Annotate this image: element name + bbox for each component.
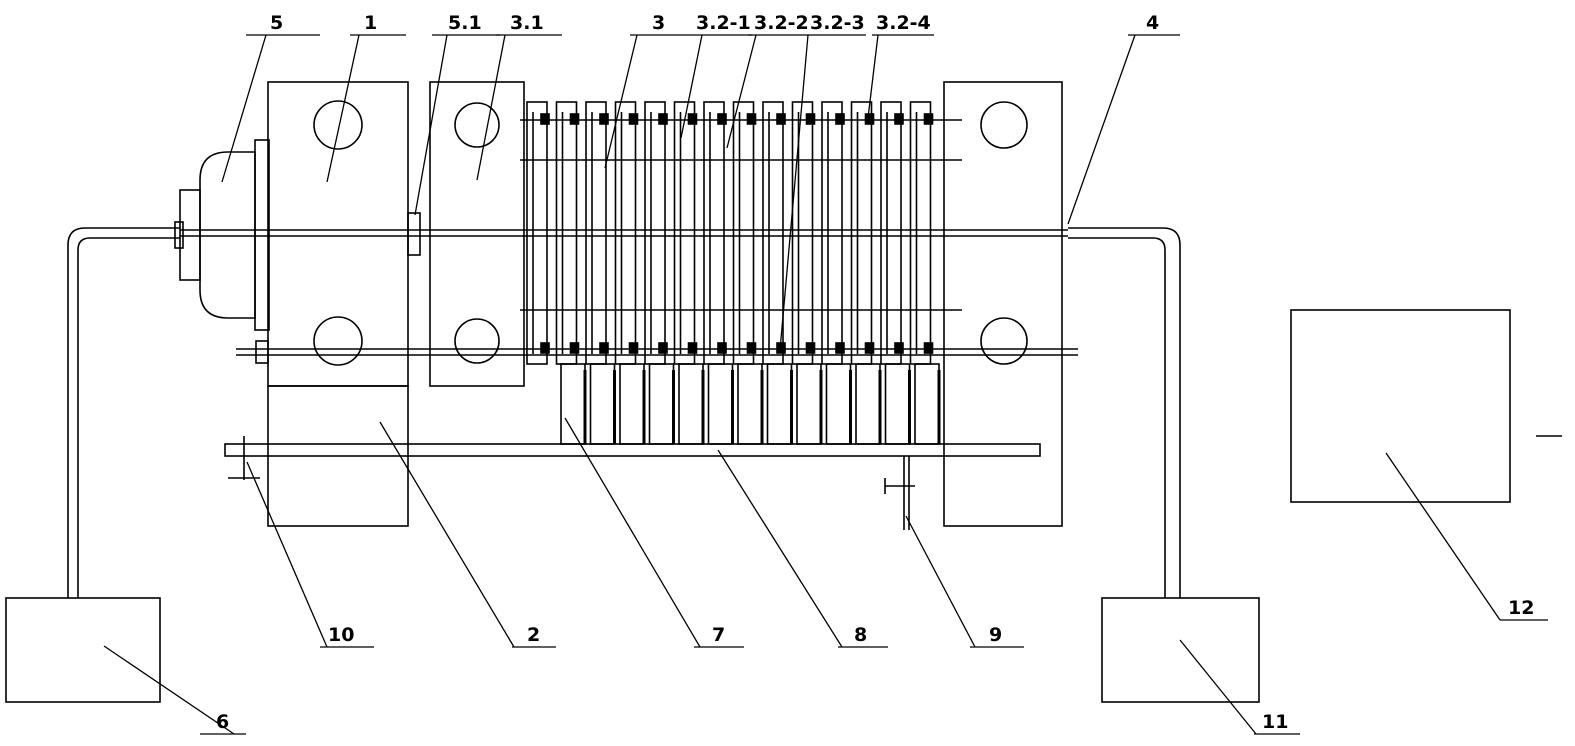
plate-bolt [569, 113, 580, 125]
filter-plate [791, 101, 814, 365]
plate-bolt [805, 342, 816, 354]
label-11: 11 [1262, 711, 1288, 733]
plate-bolt [776, 113, 786, 125]
tail-bolt-hole-bottom [980, 317, 1028, 365]
filter-plate [555, 101, 578, 365]
plate-bolt [746, 342, 757, 354]
label-3-2-4: 3.2-4 [876, 12, 931, 34]
plate-bolt [540, 342, 550, 354]
plate-bolt [746, 113, 757, 125]
drip-tray [825, 363, 852, 445]
filter-plate [614, 101, 637, 365]
plate-bolt [658, 113, 668, 125]
movable-bolt-hole-top [454, 102, 500, 148]
drip-tray-group-7 [560, 363, 941, 445]
plate-bolt [540, 113, 550, 125]
drip-tray [619, 363, 645, 445]
label-8: 8 [854, 624, 867, 646]
motor-5 [174, 139, 270, 331]
plate-bolt [835, 113, 845, 125]
plate-bolt [894, 342, 904, 354]
movable-bolt-hole-bottom [454, 318, 500, 364]
filter-plate [732, 101, 755, 365]
drip-tray [855, 363, 881, 445]
drip-tray [914, 363, 940, 445]
filter-plate [526, 101, 548, 365]
plate-bolt [687, 342, 698, 354]
plate-bolt [599, 113, 609, 125]
label-3-2-1: 3.2-1 [696, 12, 751, 34]
leader-lines [103, 34, 1548, 735]
label-10: 10 [328, 624, 354, 646]
plate-bolt [894, 113, 904, 125]
plate-bolt [628, 342, 639, 354]
filter-plate [585, 101, 607, 365]
tank-6 [5, 597, 161, 703]
drip-tray [589, 363, 616, 445]
plate-bolt [717, 342, 727, 354]
label-6: 6 [216, 711, 229, 733]
control-box-12 [1290, 309, 1511, 503]
right-pipe [1068, 227, 1181, 598]
plate-bolt [628, 113, 639, 125]
filter-plate [821, 101, 843, 365]
valve-10 [228, 436, 260, 480]
plate-bolt [923, 113, 934, 125]
tail-bolt-hole-top [980, 101, 1028, 149]
filter-plate [762, 101, 784, 365]
left-pipe [67, 227, 180, 598]
label-9: 9 [989, 624, 1002, 646]
label-3: 3 [652, 12, 665, 34]
plate-bolt [717, 113, 727, 125]
valve-9 [884, 456, 915, 530]
head-bolt-hole-top [313, 100, 363, 150]
filter-plate [673, 101, 696, 365]
label-3-2-2: 3.2-2 [754, 12, 809, 34]
plate-bolt [805, 113, 816, 125]
plate-bolt [599, 342, 609, 354]
label-4: 4 [1146, 12, 1159, 34]
plate-bolt [864, 342, 875, 354]
filter-plate [909, 101, 932, 365]
label-5-1: 5.1 [448, 12, 482, 34]
labels: 5 1 5.1 3.1 3 3.2-1 3.2-2 3.2-3 3.2-4 4 … [216, 12, 1534, 733]
filter-plate [880, 101, 902, 365]
label-7: 7 [712, 624, 725, 646]
drip-tray [884, 363, 911, 445]
label-3-1: 3.1 [510, 12, 544, 34]
connector-5-1 [407, 212, 421, 256]
drip-tray [678, 363, 704, 445]
plate-bolt [658, 342, 668, 354]
label-1: 1 [364, 12, 377, 34]
plate-bolt [835, 342, 845, 354]
drip-tray [707, 363, 734, 445]
plate-bolt [923, 342, 934, 354]
filter-plate [644, 101, 666, 365]
fixed-head-plate-1 [267, 81, 409, 387]
drip-tray [737, 363, 763, 445]
drip-tray [648, 363, 675, 445]
drip-tray [766, 363, 793, 445]
filter-plate-stack-3 [526, 101, 934, 365]
filter-plate [850, 101, 873, 365]
tie-rods [180, 119, 1078, 364]
label-3-2-3: 3.2-3 [810, 12, 865, 34]
tail-plate-4 [943, 81, 1063, 527]
plate-bolt [569, 342, 580, 354]
drip-tray [796, 363, 822, 445]
tank-11 [1101, 597, 1260, 703]
label-2: 2 [527, 624, 540, 646]
plate-bolt [687, 113, 698, 125]
label-5: 5 [270, 12, 283, 34]
movable-plate-3-1 [429, 81, 525, 387]
collecting-trough-8 [224, 443, 1041, 457]
head-bolt-hole-bottom [313, 316, 363, 366]
plate-bolt [864, 113, 875, 125]
label-12: 12 [1508, 597, 1534, 619]
filter-plate [703, 101, 725, 365]
